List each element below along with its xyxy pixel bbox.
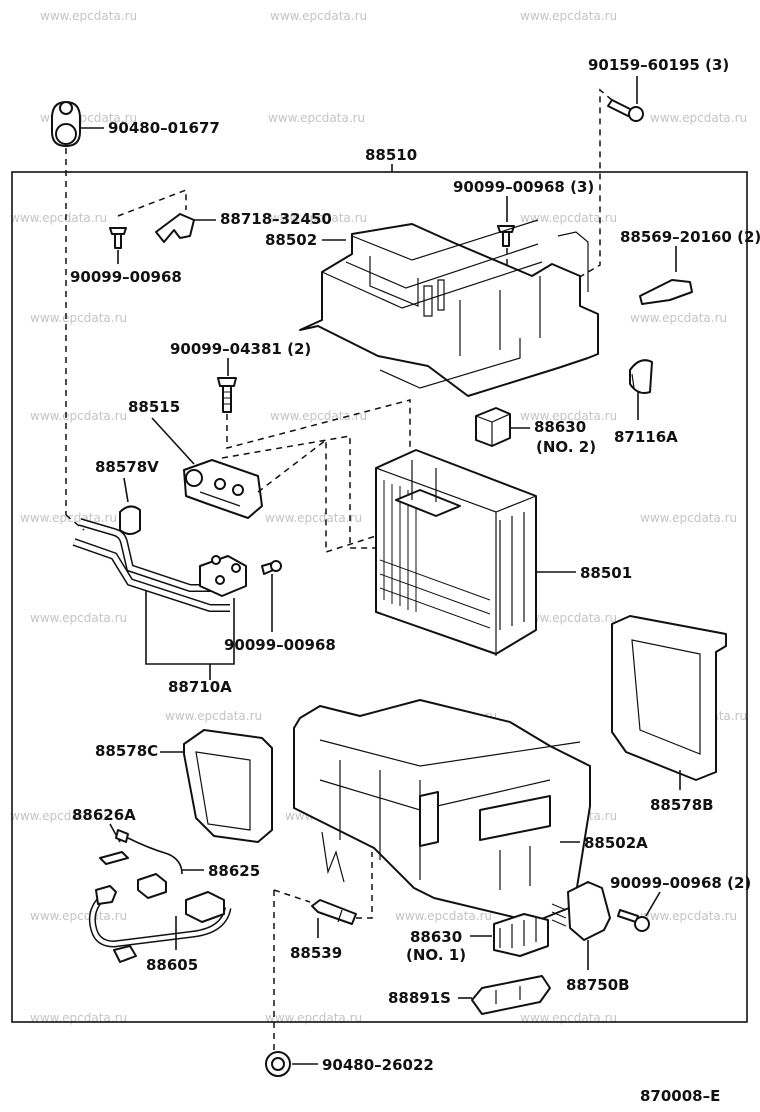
watermark: www.epcdata.ru xyxy=(650,111,747,125)
upper-case-part xyxy=(299,219,599,397)
screw-icon xyxy=(497,225,515,247)
grommet-top-icon xyxy=(51,101,81,147)
grommet-bottom-icon xyxy=(265,1051,291,1077)
watermark: www.epcdata.ru xyxy=(30,1011,127,1025)
label-88501: 88501 xyxy=(580,564,632,582)
evaporator-part xyxy=(375,449,537,656)
thermistor-part xyxy=(115,829,183,899)
wire-harness-part xyxy=(88,885,232,963)
label-88515: 88515 xyxy=(128,398,180,416)
label-90099-04381: 90099–04381 (2) xyxy=(170,340,311,358)
label-88539: 88539 xyxy=(290,944,342,962)
watermark: www.epcdata.ru xyxy=(520,211,617,225)
watermark: www.epcdata.ru xyxy=(30,909,127,923)
label-87116a: 87116A xyxy=(614,428,678,446)
label-88625: 88625 xyxy=(208,862,260,880)
watermark: www.epcdata.ru xyxy=(270,409,367,423)
label-88502: 88502 xyxy=(265,231,317,249)
clip-icon xyxy=(99,851,129,865)
seal-frame-right-part xyxy=(611,615,727,781)
watermark: www.epcdata.ru xyxy=(10,211,107,225)
label-88502a: 88502A xyxy=(584,834,648,852)
label-88630-no2: 88630 xyxy=(534,418,586,436)
label-90099-00968-a: 90099–00968 xyxy=(70,268,182,286)
screw-icon xyxy=(617,909,650,932)
watermark: www.epcdata.ru xyxy=(270,9,367,23)
watermark: www.epcdata.ru xyxy=(10,809,107,823)
label-90099-00968-3: 90099–00968 (3) xyxy=(453,178,594,196)
expansion-valve-part xyxy=(183,459,263,519)
watermark: www.epcdata.ru xyxy=(268,111,365,125)
lower-case-part xyxy=(293,699,591,923)
diagram-code: 870008–E xyxy=(640,1087,720,1105)
label-88569-20160: 88569–20160 (2) xyxy=(620,228,760,246)
watermark: www.epcdata.ru xyxy=(520,9,617,23)
resistor-part xyxy=(551,881,611,941)
clamp-icon xyxy=(629,359,653,394)
label-90099-00968-b: 90099–00968 xyxy=(224,636,336,654)
watermark: www.epcdata.ru xyxy=(270,211,367,225)
watermark: www.epcdata.ru xyxy=(30,611,127,625)
seal-frame-left-part xyxy=(183,729,273,843)
label-88510: 88510 xyxy=(365,146,417,164)
pipe-part xyxy=(72,518,247,612)
label-88626a: 88626A xyxy=(72,806,136,824)
label-90480-26022: 90480–26022 xyxy=(322,1056,434,1074)
watermark: www.epcdata.ru xyxy=(395,909,492,923)
bracket-part xyxy=(471,975,551,1015)
label-88578c: 88578C xyxy=(95,742,158,760)
bolt-icon xyxy=(217,377,237,413)
label-90480-01677: 90480–01677 xyxy=(108,119,220,137)
label-88630-no1-qualifier: (NO. 1) xyxy=(406,946,466,964)
label-90159-60195: 90159–60195 (3) xyxy=(588,56,729,74)
label-88605: 88605 xyxy=(146,956,198,974)
watermark: www.epcdata.ru xyxy=(30,311,127,325)
label-88891s: 88891S xyxy=(388,989,451,1007)
screw-icon xyxy=(109,227,127,249)
sensor-part xyxy=(311,899,357,925)
watermark: www.epcdata.ru xyxy=(40,9,137,23)
watermark: www.epcdata.ru xyxy=(640,909,737,923)
watermark: www.epcdata.ru xyxy=(520,409,617,423)
watermark: www.epcdata.ru xyxy=(520,1011,617,1025)
watermark: www.epcdata.ru xyxy=(630,311,727,325)
label-88750b: 88750B xyxy=(566,976,630,994)
label-88578v: 88578V xyxy=(95,458,159,476)
relay-icon xyxy=(493,913,549,957)
screw-icon xyxy=(261,560,282,575)
screw-icon xyxy=(607,99,644,122)
watermark: www.epcdata.ru xyxy=(265,1011,362,1025)
watermark: www.epcdata.ru xyxy=(30,409,127,423)
relay-icon xyxy=(475,407,511,447)
label-88710a: 88710A xyxy=(168,678,232,696)
label-88630-no2-qualifier: (NO. 2) xyxy=(536,438,596,456)
clip-icon xyxy=(155,213,195,243)
label-88578b: 88578B xyxy=(650,796,714,814)
clip-icon xyxy=(639,279,693,305)
label-90099-00968-2: 90099–00968 (2) xyxy=(610,874,751,892)
seal-icon xyxy=(119,505,141,535)
watermark: www.epcdata.ru xyxy=(640,511,737,525)
label-88630-no1: 88630 xyxy=(410,928,462,946)
watermark: www.epcdata.ru xyxy=(265,511,362,525)
assembly-frame xyxy=(11,171,748,1023)
watermark: www.epcdata.ru xyxy=(165,709,262,723)
label-88718-32450: 88718–32450 xyxy=(220,210,332,228)
watermark: www.epcdata.ru xyxy=(520,611,617,625)
